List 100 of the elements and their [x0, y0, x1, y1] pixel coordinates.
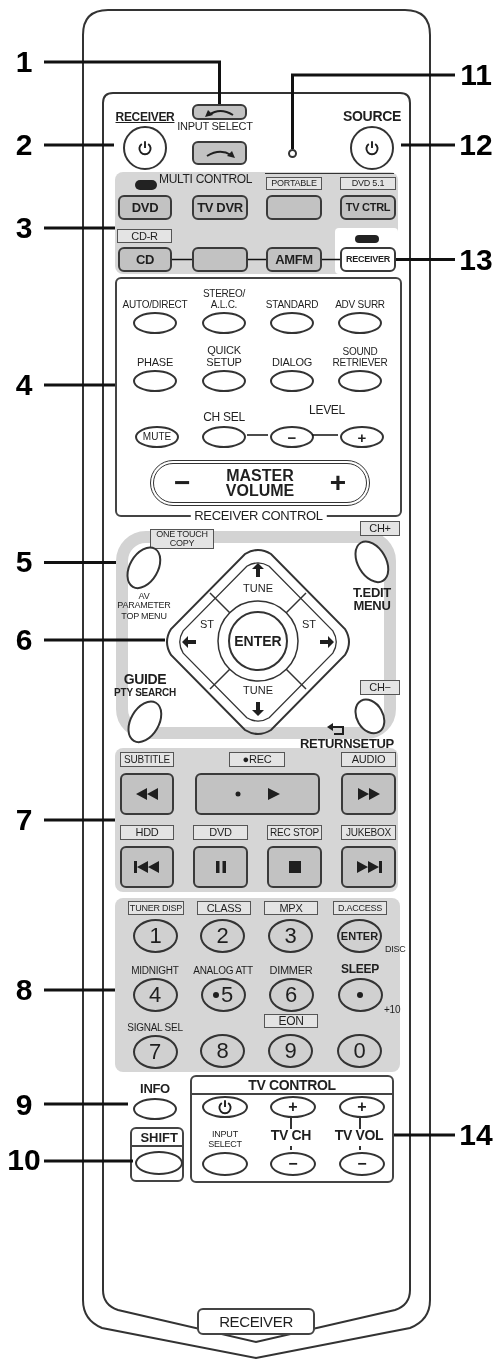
remote-button: TV DVR — [192, 195, 248, 220]
remote-button: + — [340, 426, 384, 448]
button-label: STANDARD — [265, 299, 319, 310]
function-label: +10 — [384, 1005, 401, 1015]
remote-button: + — [270, 1096, 316, 1118]
leader-line — [394, 1133, 455, 1137]
remote-button: 5 — [200, 978, 246, 1012]
remote-button — [120, 846, 174, 888]
button-label: PHASE — [137, 355, 173, 368]
button-label: PTY SEARCH — [114, 687, 176, 699]
callout-number: 12 — [455, 128, 497, 162]
leader-line — [44, 1102, 128, 1106]
remote-button: 1 — [133, 919, 178, 953]
button-label: INPUT SELECT — [207, 1130, 243, 1150]
connector-line — [246, 434, 269, 436]
label-tag: CH− — [360, 680, 400, 695]
control-panel — [115, 748, 398, 892]
remote-button: DVD — [118, 195, 172, 220]
function-label: TV VOL — [333, 1128, 385, 1142]
remote-button — [192, 247, 248, 272]
leader-line — [44, 1159, 133, 1163]
callout-number: 2 — [4, 128, 44, 162]
button-label: RECEIVER — [115, 110, 175, 124]
remote-button: − — [339, 1152, 385, 1176]
leader-line — [44, 561, 116, 564]
label-tag: DVD 5.1 — [340, 177, 396, 190]
leader-line — [396, 258, 455, 261]
remote-button: − — [270, 1152, 316, 1176]
remote-button: 6 — [268, 978, 314, 1012]
label-tag: EON — [264, 1014, 318, 1028]
remote-button: 7 — [132, 1035, 178, 1069]
button-label: SOUND RETRIEVER — [331, 346, 389, 368]
remote-button: MUTE — [135, 426, 179, 448]
label-tag: DVD — [193, 825, 248, 840]
enter-button: ENTER — [228, 611, 288, 671]
button-label: INFO — [140, 1081, 170, 1096]
button-label: DIALOG — [272, 355, 312, 368]
function-label: INPUT SELECT — [176, 121, 254, 132]
remote-button: 9 — [268, 1034, 313, 1068]
callout-number: 7 — [4, 803, 44, 837]
label-tag: ONE TOUCH COPY — [150, 529, 214, 549]
leader-line — [291, 73, 455, 149]
button-label: ADV SURR — [335, 299, 385, 310]
remote-button — [341, 846, 396, 888]
panel-heading: MULTI CONTROL — [159, 173, 253, 185]
label-tag: ●REC — [229, 752, 285, 767]
button-label: GUIDE — [123, 672, 167, 688]
remote-button — [193, 846, 248, 888]
control-panel — [190, 1075, 394, 1183]
button-symbol: + — [329, 469, 346, 497]
leader-line — [44, 226, 115, 230]
label-tag: HDD — [120, 825, 174, 840]
callout-number: 9 — [4, 1088, 44, 1122]
pad-label: TUNE — [243, 684, 273, 696]
button-label: DIMMER — [269, 963, 313, 976]
remote-button: AMFM — [266, 247, 322, 272]
remote-button: RECEIVER — [340, 247, 396, 272]
label-tag: RECEIVER — [197, 1308, 315, 1335]
button-label: STEREO/ A.L.C. — [201, 288, 247, 310]
remote-button — [267, 846, 322, 888]
leader-line — [44, 383, 115, 387]
label-tag: D.ACCESS — [333, 901, 387, 915]
callout-number: 3 — [4, 211, 44, 245]
control-panel — [115, 172, 398, 274]
pad-label: TUNE — [243, 582, 273, 594]
volume-rocker — [150, 460, 370, 506]
label-tag: TUNER DISP — [128, 901, 184, 915]
panel-heading: SHIFT — [132, 1129, 182, 1147]
label-tag: SUBTITLE — [120, 752, 174, 767]
connector-line — [311, 434, 339, 436]
callout-number: 11 — [455, 58, 497, 92]
button-label: RETURNSETUP — [300, 736, 394, 750]
button-label: CH SEL — [203, 410, 245, 424]
button-label: TOP MENU — [121, 611, 167, 621]
remote-button — [192, 141, 247, 165]
leader-line — [44, 638, 165, 642]
remote-button — [192, 104, 247, 120]
button-label: QUICK SETUP — [205, 343, 243, 368]
remote-button: ENTER — [337, 919, 382, 953]
button-label: AUTO/DIRECT — [122, 299, 188, 310]
remote-button — [341, 773, 396, 815]
button-label: MIDNIGHT — [131, 965, 179, 976]
connector-line — [247, 258, 267, 261]
button-label: ANALOG ATT — [193, 965, 253, 976]
callout-number: 1 — [4, 45, 44, 79]
button-symbol: − — [174, 469, 191, 497]
remote-button: 8 — [200, 1034, 245, 1068]
label-tag: MPX — [264, 901, 318, 915]
button-label: T.EDIT MENU — [352, 585, 392, 612]
label-tag: CH+ — [360, 521, 400, 536]
button-label: SLEEP — [341, 962, 379, 976]
label-tag: JUKEBOX — [341, 825, 396, 840]
remote-button: 2 — [200, 919, 245, 953]
button-label: SOURCE — [343, 108, 401, 124]
indicator-light — [288, 149, 297, 158]
function-label: TV CH — [269, 1128, 313, 1142]
callout-number: 6 — [4, 623, 44, 657]
remote-button — [195, 773, 320, 815]
leader-line — [44, 988, 115, 992]
remote-button: 3 — [268, 919, 313, 953]
